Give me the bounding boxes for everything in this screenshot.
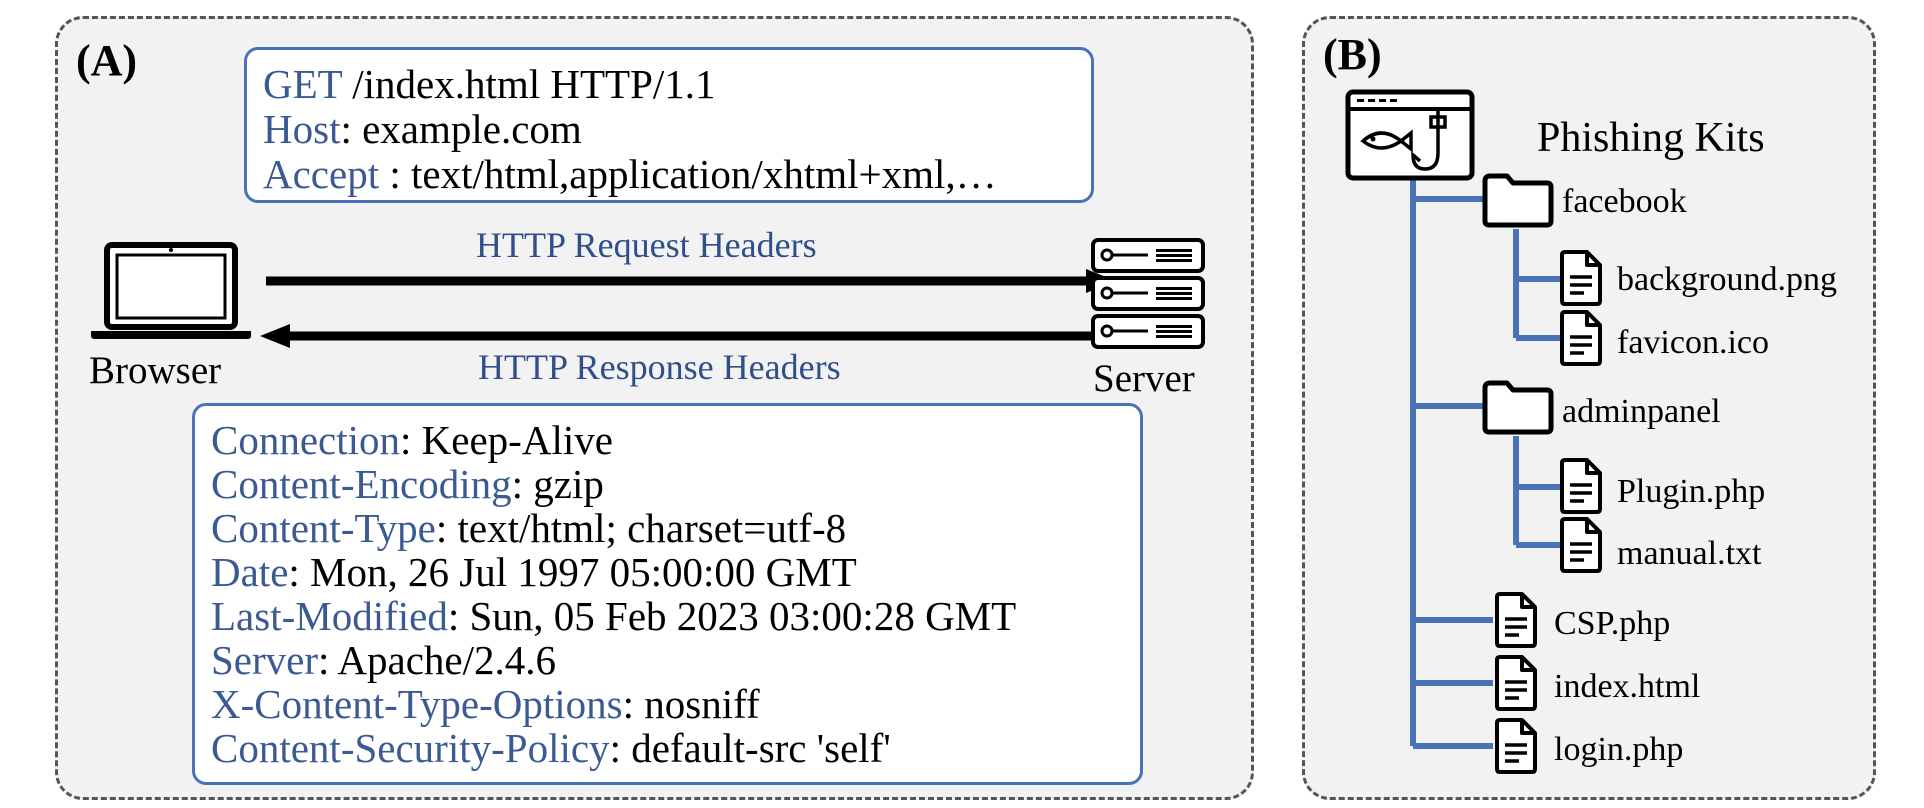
file-icon [1560,517,1602,573]
response-line-1: Connection: Keep-Alive [211,420,613,461]
laptop-icon [91,242,251,339]
request-headers-box: GET /index.html HTTP/1.1 Host: example.c… [244,47,1094,203]
request-arrow-label: HTTP Request Headers [476,225,817,265]
panel-b-label: (B) [1323,30,1382,79]
request-value: : example.com [340,106,582,152]
response-arrow [260,324,1110,348]
folder-icon [1482,173,1554,228]
response-value: : Keep-Alive [400,417,613,463]
response-key: Date [211,549,289,595]
response-value: : Sun, 05 Feb 2023 03:00:28 GMT [447,593,1017,639]
response-key: Server [211,637,319,683]
phishing-kit-icon [1345,89,1475,181]
file-icon [1560,250,1602,306]
response-key: X-Content-Type-Options [211,681,623,727]
response-key: Content-Type [211,505,436,551]
file-icon [1495,655,1537,711]
response-value: : nosniff [622,681,760,727]
response-value: : gzip [511,461,604,507]
folder-icon [1482,380,1554,435]
request-arrow [266,269,1116,293]
panel-a: (A) GET /index.html HTTP/1.1 Host: examp… [55,16,1254,800]
file-index-label: index.html [1554,668,1701,705]
request-line-2: Host: example.com [263,109,582,150]
file-manual-label: manual.txt [1617,535,1762,572]
panel-b: (B) Phishing Kits [1302,16,1876,800]
response-line-7: X-Content-Type-Options: nosniff [211,684,760,725]
response-key: Connection [211,417,401,463]
response-line-5: Last-Modified: Sun, 05 Feb 2023 03:00:28… [211,596,1016,637]
folder-adminpanel-label: adminpanel [1562,393,1721,430]
response-line-4: Date: Mon, 26 Jul 1997 05:00:00 GMT [211,552,857,593]
file-icon [1560,458,1602,514]
server-label: Server [1093,357,1195,400]
response-value: : text/html; charset=utf-8 [435,505,847,551]
file-favicon-label: favicon.ico [1617,324,1769,361]
file-icon [1495,718,1537,774]
file-background-label: background.png [1617,261,1838,298]
response-key: Content-Security-Policy [211,725,610,771]
response-key: Content-Encoding [211,461,512,507]
response-headers-box: Connection: Keep-Alive Content-Encoding:… [192,403,1143,785]
tree-connectors [1410,179,1560,749]
arrows [260,269,1116,348]
response-key: Last-Modified [211,593,448,639]
request-key: Accept [263,151,380,197]
file-icon [1560,310,1602,366]
response-line-2: Content-Encoding: gzip [211,464,604,505]
file-plugin-label: Plugin.php [1617,473,1766,510]
response-line-3: Content-Type: text/html; charset=utf-8 [211,508,846,549]
file-login-label: login.php [1554,731,1684,768]
request-key: Host [263,106,341,152]
response-value: : Apache/2.4.6 [318,637,556,683]
panel-a-label: (A) [76,36,138,85]
response-value: : default-src 'self' [609,725,891,771]
phishing-kits-title: Phishing Kits [1537,115,1765,161]
response-line-6: Server: Apache/2.4.6 [211,640,556,681]
response-value: : Mon, 26 Jul 1997 05:00:00 GMT [288,549,857,595]
file-icon [1495,592,1537,648]
browser-label: Browser [89,349,222,392]
file-csp-label: CSP.php [1554,605,1671,642]
request-key: GET [263,61,342,107]
request-value: /index.html HTTP/1.1 [341,61,716,107]
response-arrow-label: HTTP Response Headers [478,347,841,387]
server-icon [1091,238,1205,349]
request-line-3: Accept : text/html,application/xhtml+xml… [263,154,997,195]
folder-facebook-label: facebook [1562,183,1687,220]
response-line-8: Content-Security-Policy: default-src 'se… [211,728,891,769]
request-line-1: GET /index.html HTTP/1.1 [263,64,716,105]
request-value: : text/html,application/xhtml+xml,… [379,151,997,197]
